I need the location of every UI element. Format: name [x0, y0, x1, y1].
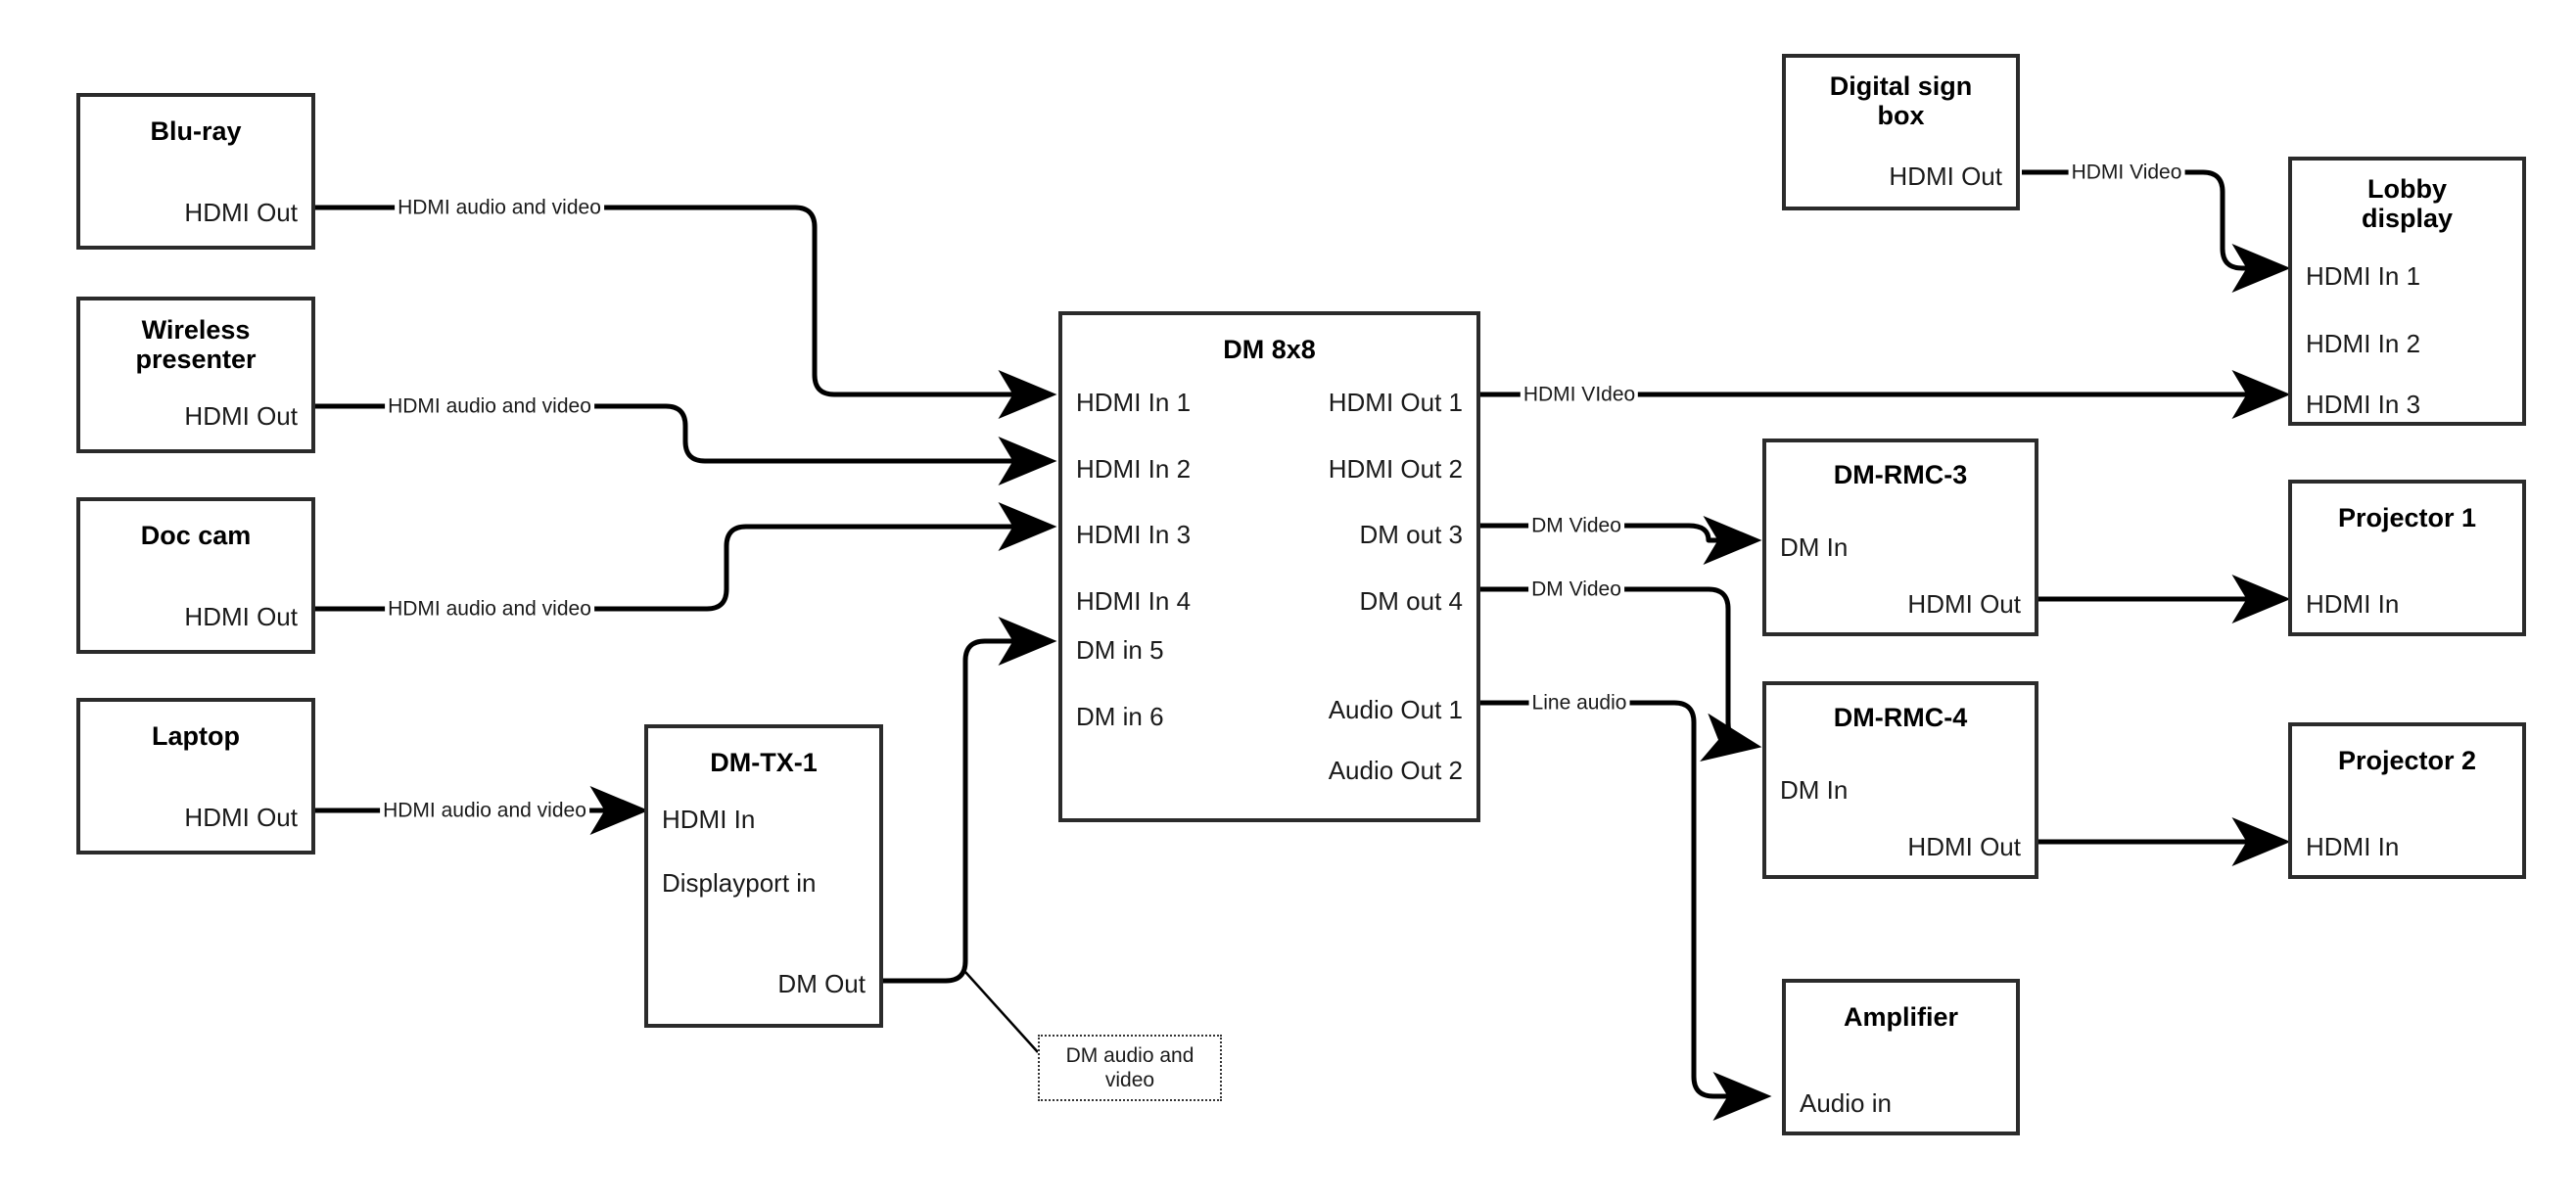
- node-dm-rmc-3-title: DM-RMC-3: [1833, 460, 1968, 489]
- wire-signbox-to-lobby-in1: [2022, 169, 2291, 293]
- port-dm-rmc-4-dm-in[interactable]: DM In: [1780, 775, 1849, 805]
- port-laptop-hdmi-out[interactable]: HDMI Out: [184, 803, 298, 832]
- port-dm-8x8-hdmi-in-2[interactable]: HDMI In 2: [1076, 454, 1192, 484]
- wire-doccam-to-dm8x8-in3: [315, 502, 1057, 612]
- wire-dm8x8-out3-to-rmc3: [1480, 516, 1762, 565]
- node-dm-rmc-4-title: DM-RMC-4: [1833, 703, 1968, 732]
- port-dm-8x8-audio-out-2[interactable]: Audio Out 2: [1328, 756, 1463, 785]
- node-doc-cam[interactable]: Doc cam HDMI Out: [76, 497, 315, 654]
- port-dm-rmc-3-dm-in[interactable]: DM In: [1780, 532, 1849, 562]
- node-bluray-title: Blu-ray: [150, 116, 242, 146]
- edge-label-laptop-to-dmtx1: HDMI audio and video: [380, 800, 589, 821]
- port-dm-tx-1-dm-out[interactable]: DM Out: [777, 969, 866, 998]
- wire-dmtx1-to-dm8x8-in5: [883, 617, 1057, 984]
- port-projector-1-hdmi-in[interactable]: HDMI In: [2306, 589, 2400, 619]
- edge-label-dmout4-to-rmc4: DM Video: [1528, 578, 1624, 600]
- node-laptop[interactable]: Laptop HDMI Out: [76, 698, 315, 855]
- port-lobby-display-hdmi-in-2[interactable]: HDMI In 2: [2306, 329, 2421, 358]
- port-dm-8x8-hdmi-in-1[interactable]: HDMI In 1: [1076, 388, 1192, 417]
- port-dm-8x8-hdmi-out-2[interactable]: HDMI Out 2: [1328, 454, 1463, 484]
- edge-label-audioout1-to-amp: Line audio: [1528, 692, 1630, 714]
- port-dm-tx-1-displayport-in[interactable]: Displayport in: [662, 868, 817, 898]
- node-dm-8x8-title: DM 8x8: [1223, 335, 1316, 364]
- port-dm-rmc-3-hdmi-out[interactable]: HDMI Out: [1907, 589, 2021, 619]
- node-projector-2[interactable]: Projector 2 HDMI In: [2288, 722, 2526, 879]
- node-wireless-presenter[interactable]: Wireless presenter HDMI Out: [76, 297, 315, 453]
- wire-wireless-to-dm8x8-in2: [315, 403, 1057, 485]
- edge-label-dmout3-to-rmc3: DM Video: [1528, 515, 1624, 536]
- port-dm-8x8-hdmi-in-3[interactable]: HDMI In 3: [1076, 520, 1192, 549]
- node-dm-rmc-4[interactable]: DM-RMC-4 DM In HDMI Out: [1762, 681, 2038, 879]
- node-lobby-display-title: Lobby display: [2361, 174, 2454, 234]
- wire-dm8x8-out4-to-rmc4: [1480, 586, 1762, 762]
- node-dm-tx-1-title: DM-TX-1: [710, 748, 818, 777]
- edge-label-doccam-to-in3: HDMI audio and video: [385, 598, 594, 620]
- node-laptop-title: Laptop: [152, 721, 240, 751]
- port-doc-cam-hdmi-out[interactable]: HDMI Out: [184, 602, 298, 631]
- port-dm-8x8-dm-out-3[interactable]: DM out 3: [1359, 520, 1464, 549]
- port-dm-8x8-hdmi-in-4[interactable]: HDMI In 4: [1076, 586, 1192, 616]
- node-amplifier-title: Amplifier: [1843, 1002, 1959, 1032]
- node-dm-rmc-3[interactable]: DM-RMC-3 DM In HDMI Out: [1762, 439, 2038, 636]
- node-projector-1-title: Projector 1: [2337, 503, 2477, 532]
- edge-label-bluray-to-in1: HDMI audio and video: [395, 197, 604, 218]
- port-bluray-hdmi-out[interactable]: HDMI Out: [184, 198, 298, 227]
- node-lobby-display[interactable]: Lobby display HDMI In 1 HDMI In 2 HDMI I…: [2288, 157, 2526, 426]
- edge-label-hdmiout1-to-lobby: HDMI VIdeo: [1520, 384, 1639, 405]
- port-amplifier-audio-in[interactable]: Audio in: [1800, 1088, 1892, 1118]
- port-dm-rmc-4-hdmi-out[interactable]: HDMI Out: [1907, 832, 2021, 861]
- node-wireless-presenter-title: Wireless presenter: [135, 315, 257, 375]
- node-bluray[interactable]: Blu-ray HDMI Out: [76, 93, 315, 250]
- port-dm-8x8-audio-out-1[interactable]: Audio Out 1: [1328, 695, 1463, 724]
- port-dm-8x8-dm-in-6[interactable]: DM in 6: [1076, 702, 1164, 731]
- edge-label-signbox-to-lobby: HDMI Video: [2068, 162, 2185, 183]
- node-digital-sign-box[interactable]: Digital sign box HDMI Out: [1782, 54, 2020, 210]
- port-lobby-display-hdmi-in-1[interactable]: HDMI In 1: [2306, 261, 2421, 291]
- port-digital-sign-box-hdmi-out[interactable]: HDMI Out: [1889, 162, 2002, 191]
- port-wireless-presenter-hdmi-out[interactable]: HDMI Out: [184, 401, 298, 431]
- port-dm-8x8-dm-in-5[interactable]: DM in 5: [1076, 635, 1164, 665]
- node-doc-cam-title: Doc cam: [140, 521, 252, 550]
- node-projector-2-title: Projector 2: [2337, 746, 2477, 775]
- port-dm-8x8-dm-out-4[interactable]: DM out 4: [1359, 586, 1464, 616]
- port-dm-8x8-hdmi-out-1[interactable]: HDMI Out 1: [1328, 388, 1463, 417]
- node-amplifier[interactable]: Amplifier Audio in: [1782, 979, 2020, 1135]
- port-dm-tx-1-hdmi-in[interactable]: HDMI In: [662, 805, 756, 834]
- port-projector-2-hdmi-in[interactable]: HDMI In: [2306, 832, 2400, 861]
- node-projector-1[interactable]: Projector 1 HDMI In: [2288, 480, 2526, 636]
- node-dm-8x8[interactable]: DM 8x8 HDMI In 1 HDMI In 2 HDMI In 3 HDM…: [1058, 311, 1480, 822]
- port-lobby-display-hdmi-in-3[interactable]: HDMI In 3: [2306, 390, 2421, 419]
- node-digital-sign-box-title: Digital sign box: [1829, 71, 1973, 131]
- wire-callout-leader: [964, 971, 1039, 1053]
- callout-dm-audio-and-video: DM audio and video: [1038, 1035, 1222, 1101]
- node-dm-tx-1[interactable]: DM-TX-1 HDMI In Displayport in DM Out: [644, 724, 883, 1028]
- wire-dm8x8-audioout1-to-amp: [1480, 700, 1772, 1121]
- edge-label-wireless-to-in2: HDMI audio and video: [385, 395, 594, 417]
- wire-bluray-to-dm8x8-in1: [315, 205, 1057, 419]
